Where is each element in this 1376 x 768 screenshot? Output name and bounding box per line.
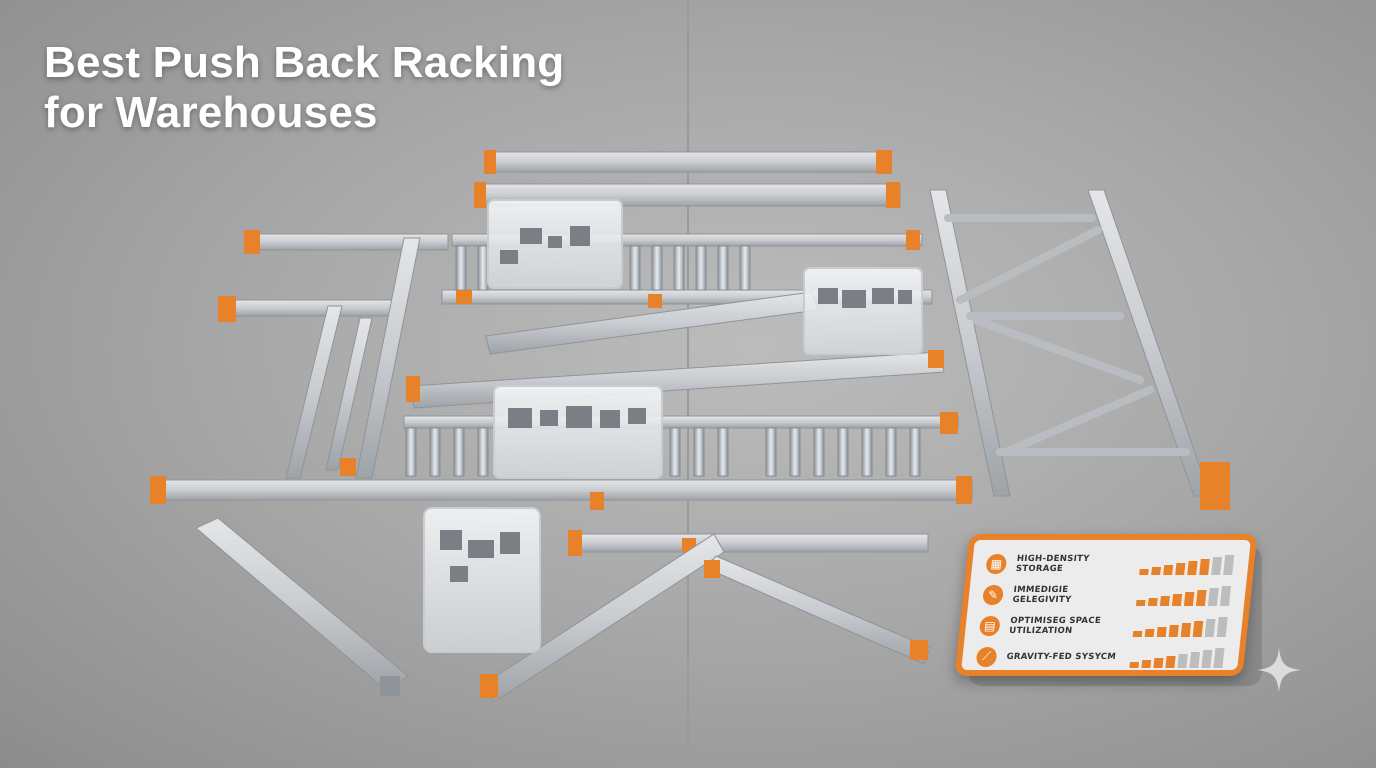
rating-bar [1223,554,1235,575]
rating-bar [1211,556,1223,575]
lower-left-beam [195,517,409,696]
feature-label: IMMEDIGIE GELEGIVITY [1012,584,1072,605]
crate-4 [423,507,541,653]
rating-bar [1147,597,1158,606]
feature-label: GRAVITY-FED SYSYCM [1006,651,1117,662]
rating-bar [1195,589,1207,606]
feature-label: OPTIMISEG SPACE UTILIZATION [1008,615,1102,636]
rating-bar [1216,616,1228,637]
headline: Best Push Back Racking for Warehouses [44,38,564,138]
rating-bar [1183,591,1195,606]
crate-3 [493,385,663,479]
sparkle-icon [1257,648,1301,692]
rating-bar [1135,599,1146,606]
upright-frame [929,189,1230,510]
slide-icon: ⟋ [975,646,998,667]
feature-label: HIGH-DENSITY STORAGE [1015,553,1091,574]
rating-bar [1177,653,1188,668]
feature-info-card: ▦ HIGH-DENSITY STORAGE ✎ IMMEDIGIE GELEG… [954,534,1258,676]
feature-row: ⟋ GRAVITY-FED SYSYCM [975,641,1226,672]
rating-bar [1207,587,1219,606]
grid-icon: ▦ [985,553,1008,574]
diagonal-beam-2 [406,350,945,409]
rating-bar [1165,655,1176,668]
rating-bar [1192,620,1204,637]
crate-2 [803,267,923,355]
rating-bar [1168,624,1179,637]
left-frame-assembly [218,230,449,479]
lower-center-beam [568,530,929,556]
rating-bar [1187,560,1198,575]
rating-bar [1159,595,1170,606]
rating-bar [1153,657,1164,668]
rating-bar [1139,568,1149,575]
feature-row: ▦ HIGH-DENSITY STORAGE [985,548,1236,579]
crate-1 [487,199,623,289]
rating-bar [1199,558,1210,575]
rating-bar [1163,564,1174,575]
feature-row: ▤ OPTIMISEG SPACE UTILIZATION [978,610,1229,641]
rating-bars [1132,615,1228,637]
rating-bar [1171,593,1183,606]
rating-bar [1175,562,1186,575]
lower-diagonal-beam-1 [480,533,725,703]
rating-bar [1204,618,1216,637]
top-beam-1 [484,150,892,174]
rating-bar [1141,659,1152,668]
rating-bar [1189,651,1201,668]
rating-bar [1219,585,1232,606]
rating-bar [1156,626,1167,637]
rating-bar [1144,628,1155,637]
rating-bar [1129,661,1140,668]
rating-bars [1139,553,1235,575]
rating-bar [1201,649,1213,668]
feature-row: ✎ IMMEDIGIE GELEGIVITY [981,579,1232,610]
rating-bar [1151,566,1162,575]
lower-roller-conveyor [403,412,959,477]
rating-bar [1180,622,1192,637]
rating-bar [1132,630,1143,637]
rating-bar [1213,647,1225,668]
lower-diagonal-beam-2 [704,555,931,665]
headline-line-1: Best Push Back Racking [44,38,565,87]
tools-icon: ✎ [982,584,1005,605]
map-icon: ▤ [978,615,1001,636]
rating-bars [1135,584,1232,606]
long-bottom-beam [150,476,973,510]
rating-bars [1129,646,1225,668]
headline-line-2: for Warehouses [44,88,378,137]
